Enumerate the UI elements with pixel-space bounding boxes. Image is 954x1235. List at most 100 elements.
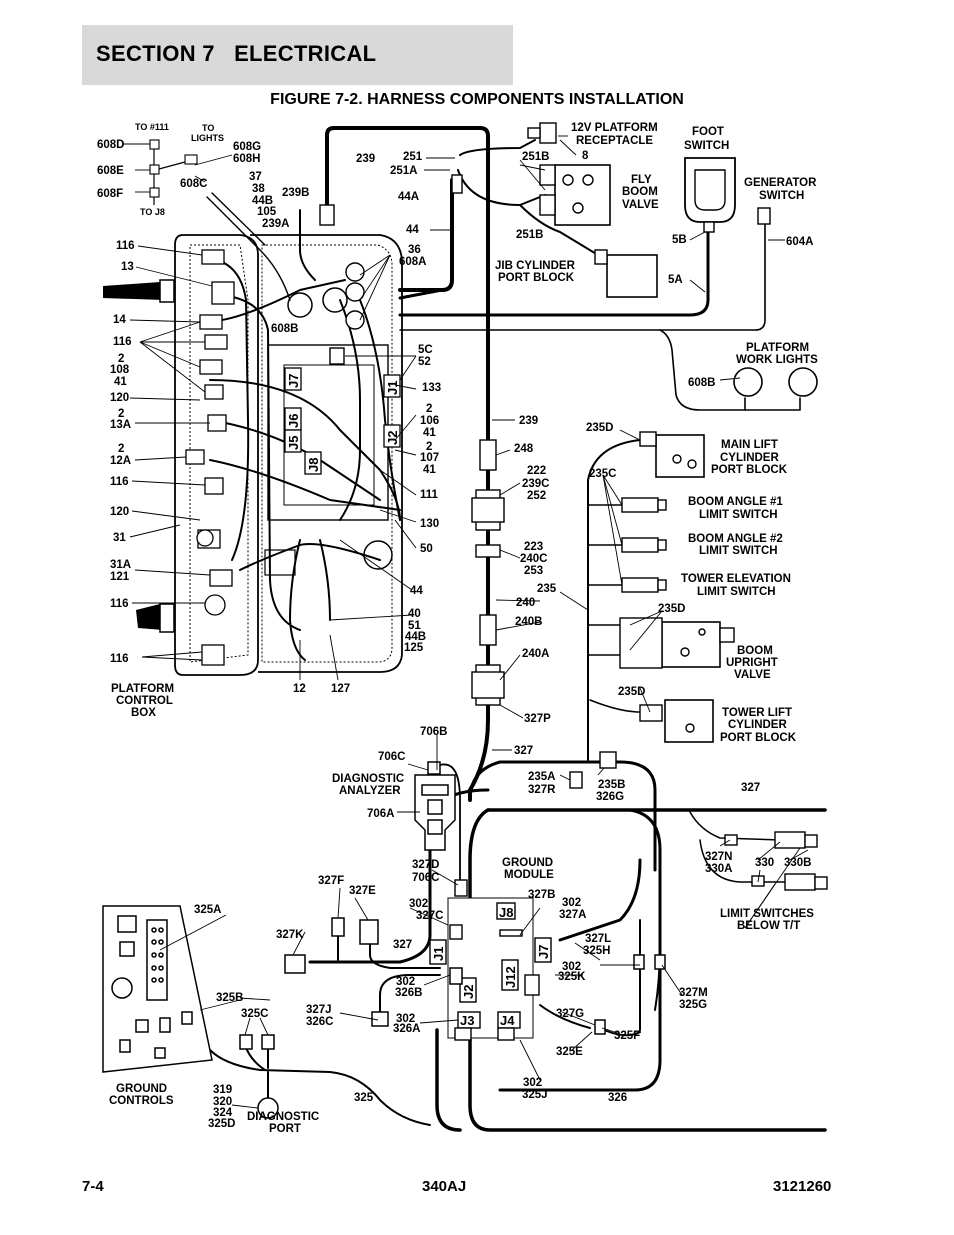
label-31a: 31A <box>110 559 131 571</box>
label-302-b: 302 <box>562 897 581 909</box>
label-252: 252 <box>527 490 546 502</box>
generator-switch-label-1: GENERATOR <box>744 177 817 189</box>
label-706c-a: 706C <box>378 751 406 763</box>
harness-limit-switches <box>689 811 781 841</box>
label-327p: 327P <box>524 713 551 725</box>
ground-controls-panel <box>102 905 666 1119</box>
label-to-lights-2: LIGHTS <box>191 133 224 143</box>
boom-upright-valve-icon <box>661 621 721 668</box>
label-51: 51 <box>408 620 421 632</box>
harness-604a <box>399 224 766 331</box>
ground-connector-J7: J7 <box>536 945 551 959</box>
label-240b: 240B <box>515 616 543 628</box>
fly-boom-valve-icon <box>554 164 611 226</box>
label-5c: 5C <box>418 344 433 356</box>
label-608e: 608E <box>97 165 124 177</box>
harness-platform-h <box>319 539 331 621</box>
label-52: 52 <box>418 356 431 368</box>
ground-module-label-2: MODULE <box>504 869 554 881</box>
label-248: 248 <box>514 443 534 455</box>
bottom-joystick-boot <box>159 603 175 633</box>
label-116-b: 116 <box>113 336 132 348</box>
harness-work-lights <box>659 329 801 411</box>
label-320: 320 <box>213 1096 232 1108</box>
label-327-b: 327 <box>741 782 760 794</box>
label-235a: 235A <box>528 771 556 783</box>
diagnostic-analyzer-icon <box>414 761 456 851</box>
label-2-b: 2 <box>118 408 124 420</box>
harness-platform-d <box>209 379 401 521</box>
label-325d: 325D <box>208 1118 236 1130</box>
harness-251b <box>457 169 546 206</box>
doc-number: 3121260 <box>773 1178 832 1195</box>
figure-title: FIGURE 7-2. HARNESS COMPONENTS INSTALLAT… <box>270 91 684 108</box>
label-2-e: 2 <box>426 441 432 453</box>
platform-receptacle-label-2: RECEPTACLE <box>576 135 653 147</box>
label-327d: 327D <box>412 859 440 871</box>
label-608c: 608C <box>180 178 208 190</box>
jib-cylinder-label-2: PORT BLOCK <box>498 272 575 284</box>
label-251: 251 <box>403 151 423 163</box>
label-235d-a: 235D <box>586 422 614 434</box>
label-235c: 235C <box>589 468 617 480</box>
label-8: 8 <box>582 150 589 162</box>
label-44a: 44A <box>398 191 419 203</box>
tower-lift-block-icon <box>664 699 714 743</box>
label-706c-b: 706C <box>412 872 440 884</box>
label-325g: 325G <box>679 999 707 1011</box>
harness-limit-switches-b <box>699 839 791 883</box>
boom-angle-1-label-1: BOOM ANGLE #1 <box>688 496 783 508</box>
label-44b-mid: 44B <box>405 631 426 643</box>
ground-connector-J2: J2 <box>461 985 476 999</box>
label-13: 13 <box>121 261 134 273</box>
harness-platform-k <box>359 299 401 521</box>
label-302-e: 302 <box>396 1013 415 1025</box>
label-223: 223 <box>524 541 543 553</box>
label-319: 319 <box>213 1084 232 1096</box>
label-325j: 325J <box>522 1089 548 1101</box>
label-2-d: 2 <box>426 403 432 415</box>
label-111: 111 <box>420 489 439 501</box>
label-125: 125 <box>404 642 424 654</box>
label-327j: 327J <box>306 1004 332 1016</box>
section-title: SECTION 7 ELECTRICAL <box>96 41 377 66</box>
label-235b: 235B <box>598 779 626 791</box>
label-327-a: 327 <box>514 745 533 757</box>
ground-connector-J1: J1 <box>431 947 446 961</box>
label-40: 40 <box>408 608 421 620</box>
ground-module-label-1: GROUND <box>502 857 553 869</box>
label-44-top: 44 <box>406 224 419 236</box>
label-327l: 327L <box>585 933 611 945</box>
harness-analyzer <box>439 763 461 886</box>
label-239-mid: 239 <box>519 415 538 427</box>
label-5a: 5A <box>668 274 683 286</box>
platform-control-box-label-3: BOX <box>131 707 156 719</box>
label-326c: 326C <box>306 1016 334 1028</box>
label-12a: 12A <box>110 455 131 467</box>
label-325h: 325H <box>583 945 611 957</box>
label-302-f: 302 <box>523 1077 542 1089</box>
label-706b: 706B <box>420 726 448 738</box>
label-325k: 325K <box>558 971 586 983</box>
limit-switches-label-2: BELOW T/T <box>737 920 800 932</box>
diagnostic-analyzer-label-2: ANALYZER <box>339 785 401 797</box>
label-608g: 608G <box>233 141 261 153</box>
labels: TO #111 TO LIGHTS 608D 608G 608H 608E 60… <box>97 122 818 1135</box>
work-light-icon <box>733 367 763 397</box>
joystick-boot <box>159 279 175 303</box>
label-37: 37 <box>249 171 262 183</box>
label-706a: 706A <box>367 808 395 820</box>
connector-J1: J1 <box>385 381 400 395</box>
harness-platform-j <box>339 299 361 521</box>
label-608b-right: 608B <box>688 377 716 389</box>
receptacle-icon <box>539 122 557 144</box>
label-327b: 327B <box>528 889 556 901</box>
foot-switch-label-2: SWITCH <box>684 140 729 152</box>
label-608a: 608A <box>399 256 427 268</box>
harness-235 <box>587 439 641 761</box>
label-251b-top: 251B <box>522 151 550 163</box>
label-44-mid: 44 <box>410 585 423 597</box>
label-325a: 325A <box>194 904 222 916</box>
label-330b: 330B <box>784 857 812 869</box>
label-325c: 325C <box>241 1008 269 1020</box>
